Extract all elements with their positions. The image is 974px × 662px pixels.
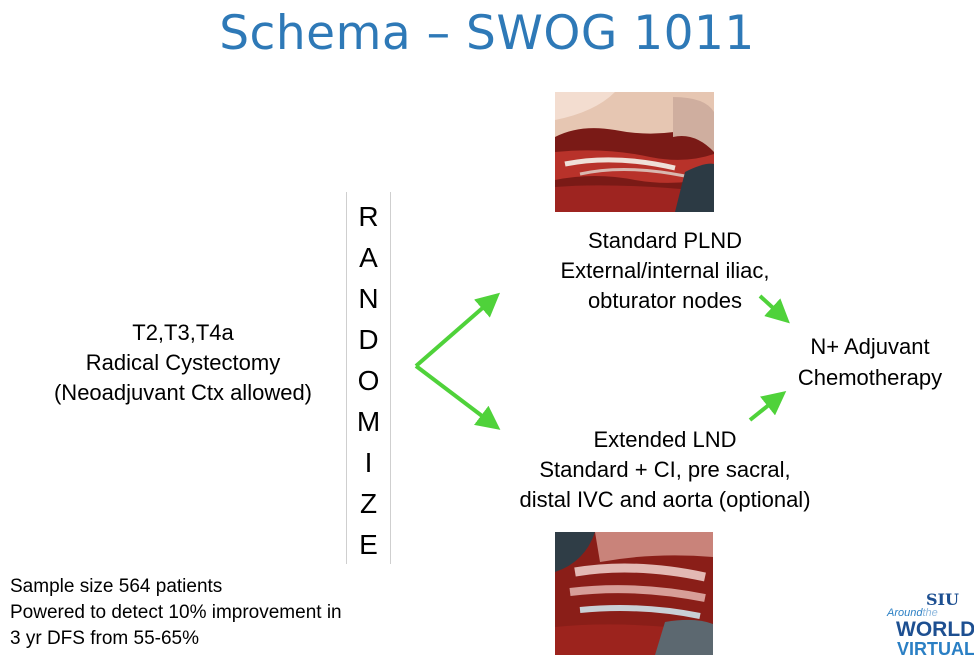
outcome-line-2: Chemotherapy [770, 362, 970, 393]
arm-standard-detail-1: External/internal iliac, [470, 256, 860, 286]
arm-extended-lnd: Extended LND Standard + CI, pre sacral, … [455, 425, 875, 515]
sample-size: Sample size 564 patients [10, 574, 342, 600]
outcome-line-1: N+ Adjuvant [770, 331, 970, 362]
dfs-statement: 3 yr DFS from 55-65% [10, 626, 342, 652]
outcome-adjuvant-chemo: N+ Adjuvant Chemotherapy [770, 331, 970, 393]
arm-extended-title: Extended LND [455, 425, 875, 455]
arm-extended-detail-1: Standard + CI, pre sacral, [455, 455, 875, 485]
power-statement: Powered to detect 10% improvement in [10, 600, 342, 626]
arm-standard-detail-2: obturator nodes [470, 286, 860, 316]
arrow-to-extended [416, 366, 494, 425]
sample-size-note: Sample size 564 patients Powered to dete… [10, 574, 342, 652]
arrow-extended-to-outcome [750, 396, 780, 420]
arm-extended-detail-2: distal IVC and aorta (optional) [455, 485, 875, 515]
arm-standard-title: Standard PLND [470, 226, 860, 256]
arm-standard-plnd: Standard PLND External/internal iliac, o… [470, 226, 860, 316]
siu-virtual-logo: SIU Aroundthe WORLD VIRTUAL [883, 590, 973, 660]
logo-virtual: VIRTUAL [897, 639, 974, 660]
